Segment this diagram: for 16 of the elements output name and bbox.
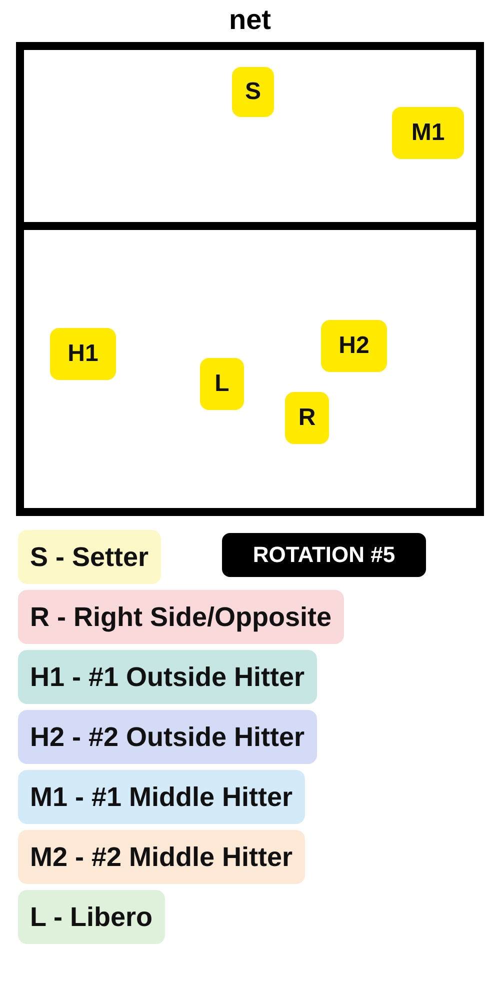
- net-label: net: [229, 4, 271, 36]
- legend-entry: M2 - #2 Middle Hitter: [18, 830, 305, 884]
- player-marker: H1: [50, 328, 116, 380]
- legend-entry: H1 - #1 Outside Hitter: [18, 650, 317, 704]
- legend-entry: M1 - #1 Middle Hitter: [18, 770, 305, 824]
- legend-entry: S - Setter: [18, 530, 161, 584]
- player-marker: S: [232, 67, 274, 117]
- legend-entry: L - Libero: [18, 890, 165, 944]
- legend-entry: H2 - #2 Outside Hitter: [18, 710, 317, 764]
- player-marker: H2: [321, 320, 387, 372]
- player-marker: L: [200, 358, 244, 410]
- player-marker: M1: [392, 107, 464, 159]
- volleyball-court: [16, 42, 484, 516]
- rotation-badge: ROTATION #5: [222, 533, 426, 577]
- player-marker: R: [285, 392, 329, 444]
- legend-entry: R - Right Side/Opposite: [18, 590, 344, 644]
